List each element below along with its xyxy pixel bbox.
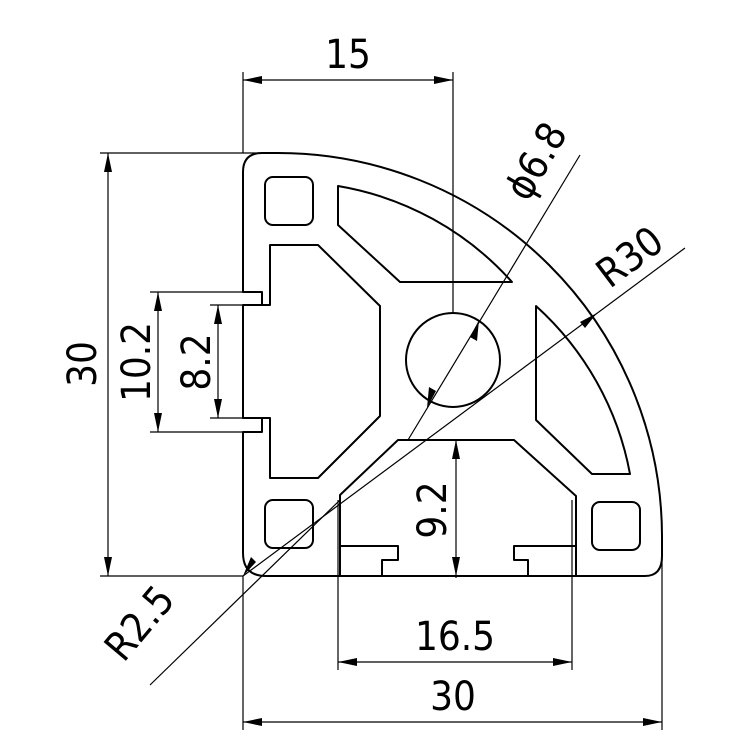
dim-diameter-label: ϕ6.8	[497, 115, 577, 208]
bottom-slot-left	[339, 545, 399, 576]
hole-bottom-right	[591, 501, 641, 551]
dim-slot-inner: 8.2	[174, 304, 262, 419]
dim-bottom-width-label: 30	[430, 674, 476, 720]
dim-slot-inner-label: 8.2	[174, 333, 220, 390]
dim-slot-depth: 9.2	[398, 439, 466, 578]
dim-slot-spacing-label: 16.5	[415, 614, 495, 660]
dim-top-width-label: 15	[325, 32, 371, 78]
dim-radius-outer: R30	[242, 218, 686, 577]
dim-bottom-width: 30	[242, 540, 663, 730]
dim-radius-corner-label: R2.5	[96, 577, 184, 670]
dim-diameter: ϕ6.8	[407, 115, 581, 441]
dim-slot-outer: 10.2	[114, 291, 243, 433]
right-cavity	[535, 305, 631, 475]
dim-radius-outer-label: R30	[588, 218, 672, 297]
dim-height-label: 30	[60, 341, 106, 387]
hole-bottom-left	[264, 499, 314, 549]
dim-slot-outer-label: 10.2	[114, 322, 160, 402]
bottom-slot-right	[513, 545, 577, 576]
dim-slot-spacing: 16.5	[337, 500, 573, 670]
dim-radius-corner: R2.5	[96, 499, 341, 686]
hole-top-left	[264, 176, 314, 226]
dim-height: 30	[60, 152, 278, 577]
dim-slot-depth-label: 9.2	[410, 481, 456, 538]
top-cavity	[337, 185, 513, 283]
left-slot-contour	[262, 244, 381, 479]
dim-top-width: 15	[242, 32, 454, 314]
center-bore	[405, 312, 501, 408]
